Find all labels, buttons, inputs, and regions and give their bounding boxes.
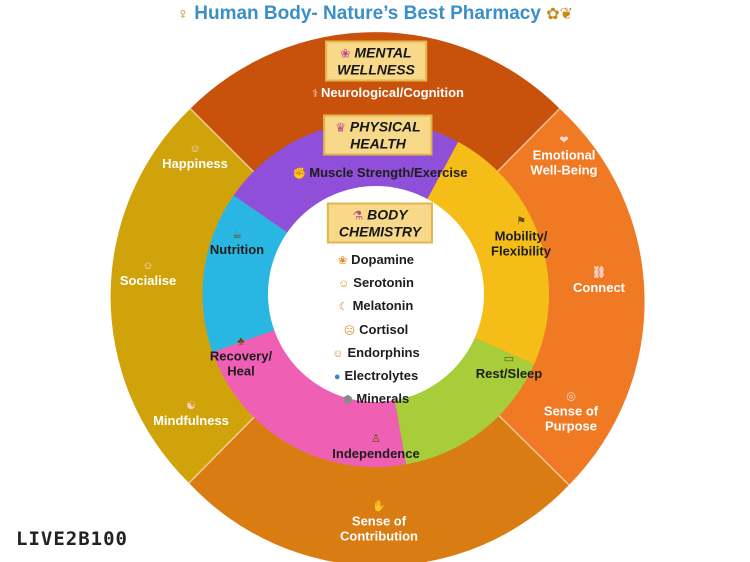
salad-bowl-icon: ☕ (232, 229, 242, 241)
link-icon: ⛓ (592, 267, 606, 279)
handshake-icon: ✋ (372, 500, 386, 513)
person-icon: ♀ (176, 6, 189, 23)
banner-line: CHEMISTRY (338, 223, 422, 240)
smile-icon: ☺ (332, 347, 344, 360)
person-standing-icon: ♙ (371, 433, 381, 445)
rock-icon: ⬢ (342, 394, 353, 407)
label-recovery: ♣ Recovery/Heal (209, 335, 273, 379)
label-independence: ♙ Independence (332, 433, 420, 461)
label-muscle: ✊Muscle Strength/Exercise (292, 165, 468, 180)
label-neurological: ⚕Neurological/Cognition (312, 85, 464, 100)
moon-icon: ☾ (338, 301, 349, 314)
flower-herb-icon: ✿❦ (546, 6, 574, 23)
label-mobility: ⚑ Mobility/Flexibility (491, 215, 551, 259)
trophy-icon: ♛ (335, 120, 347, 135)
banner-line: PHYSICAL (349, 118, 421, 135)
title-text: Human Body- Nature’s Best Pharmacy (194, 3, 541, 24)
banner-line: WELLNESS (337, 61, 415, 78)
smile-icon: ☺ (338, 278, 350, 291)
meditation-icon: ☯ (186, 400, 196, 412)
body-chemistry-banner: ⚗ BODY CHEMISTRY (326, 202, 434, 244)
label-mindfulness: ☯ Mindfulness (153, 400, 229, 428)
smile-icon: ☺ (189, 143, 201, 155)
target-icon: ◎ (566, 390, 576, 403)
brain-icon: ❀ (340, 46, 351, 61)
brain-icon: ❀ (337, 255, 348, 267)
list-item: ●Electrolytes (333, 368, 419, 384)
herbs-icon: ♣ (237, 335, 245, 348)
chemistry-list: ❀Dopamine ☺Serotonin ☾Melatonin ☹Cortiso… (332, 249, 419, 411)
list-item: ☺Endorphins (332, 344, 420, 360)
list-item: ⬢Minerals (342, 391, 410, 407)
list-item: ☹Cortisol (343, 321, 409, 337)
droplet-icon: ● (333, 371, 341, 384)
list-item: ❀Dopamine (337, 252, 415, 267)
label-nutrition: ☕ Nutrition (209, 229, 265, 257)
bed-icon: ▭ (503, 353, 515, 365)
flexed-arm-icon: ✊ (292, 168, 307, 180)
runner-icon: ⚑ (516, 215, 526, 228)
heart-icon: ❤ (559, 134, 569, 147)
stressed-face-icon: ☹ (343, 324, 356, 337)
label-socialise: ☺ Socialise (119, 260, 177, 288)
brand-watermark: LIVE2B100 (16, 528, 128, 550)
list-item: ☺Serotonin (338, 275, 414, 291)
brain-connection-icon: ⚕ (312, 88, 318, 100)
label-rest: ▭ Rest/Sleep (475, 353, 543, 381)
banner-line: BODY (367, 206, 408, 223)
label-happiness: ☺ Happiness (162, 143, 228, 171)
people-icon: ☺ (142, 260, 154, 272)
physical-health-banner: ♛ PHYSICAL HEALTH (323, 114, 433, 156)
mental-wellness-banner: ❀ MENTAL WELLNESS (325, 40, 427, 82)
page-title: ♀ Human Body- Nature’s Best Pharmacy ✿❦ (0, 3, 750, 25)
banner-line: MENTAL (354, 44, 412, 61)
test-tube-icon: ⚗ (352, 208, 364, 223)
label-connect: ⛓ Connect (573, 267, 625, 295)
list-item: ☾Melatonin (338, 298, 414, 314)
banner-line: HEALTH (350, 135, 406, 152)
